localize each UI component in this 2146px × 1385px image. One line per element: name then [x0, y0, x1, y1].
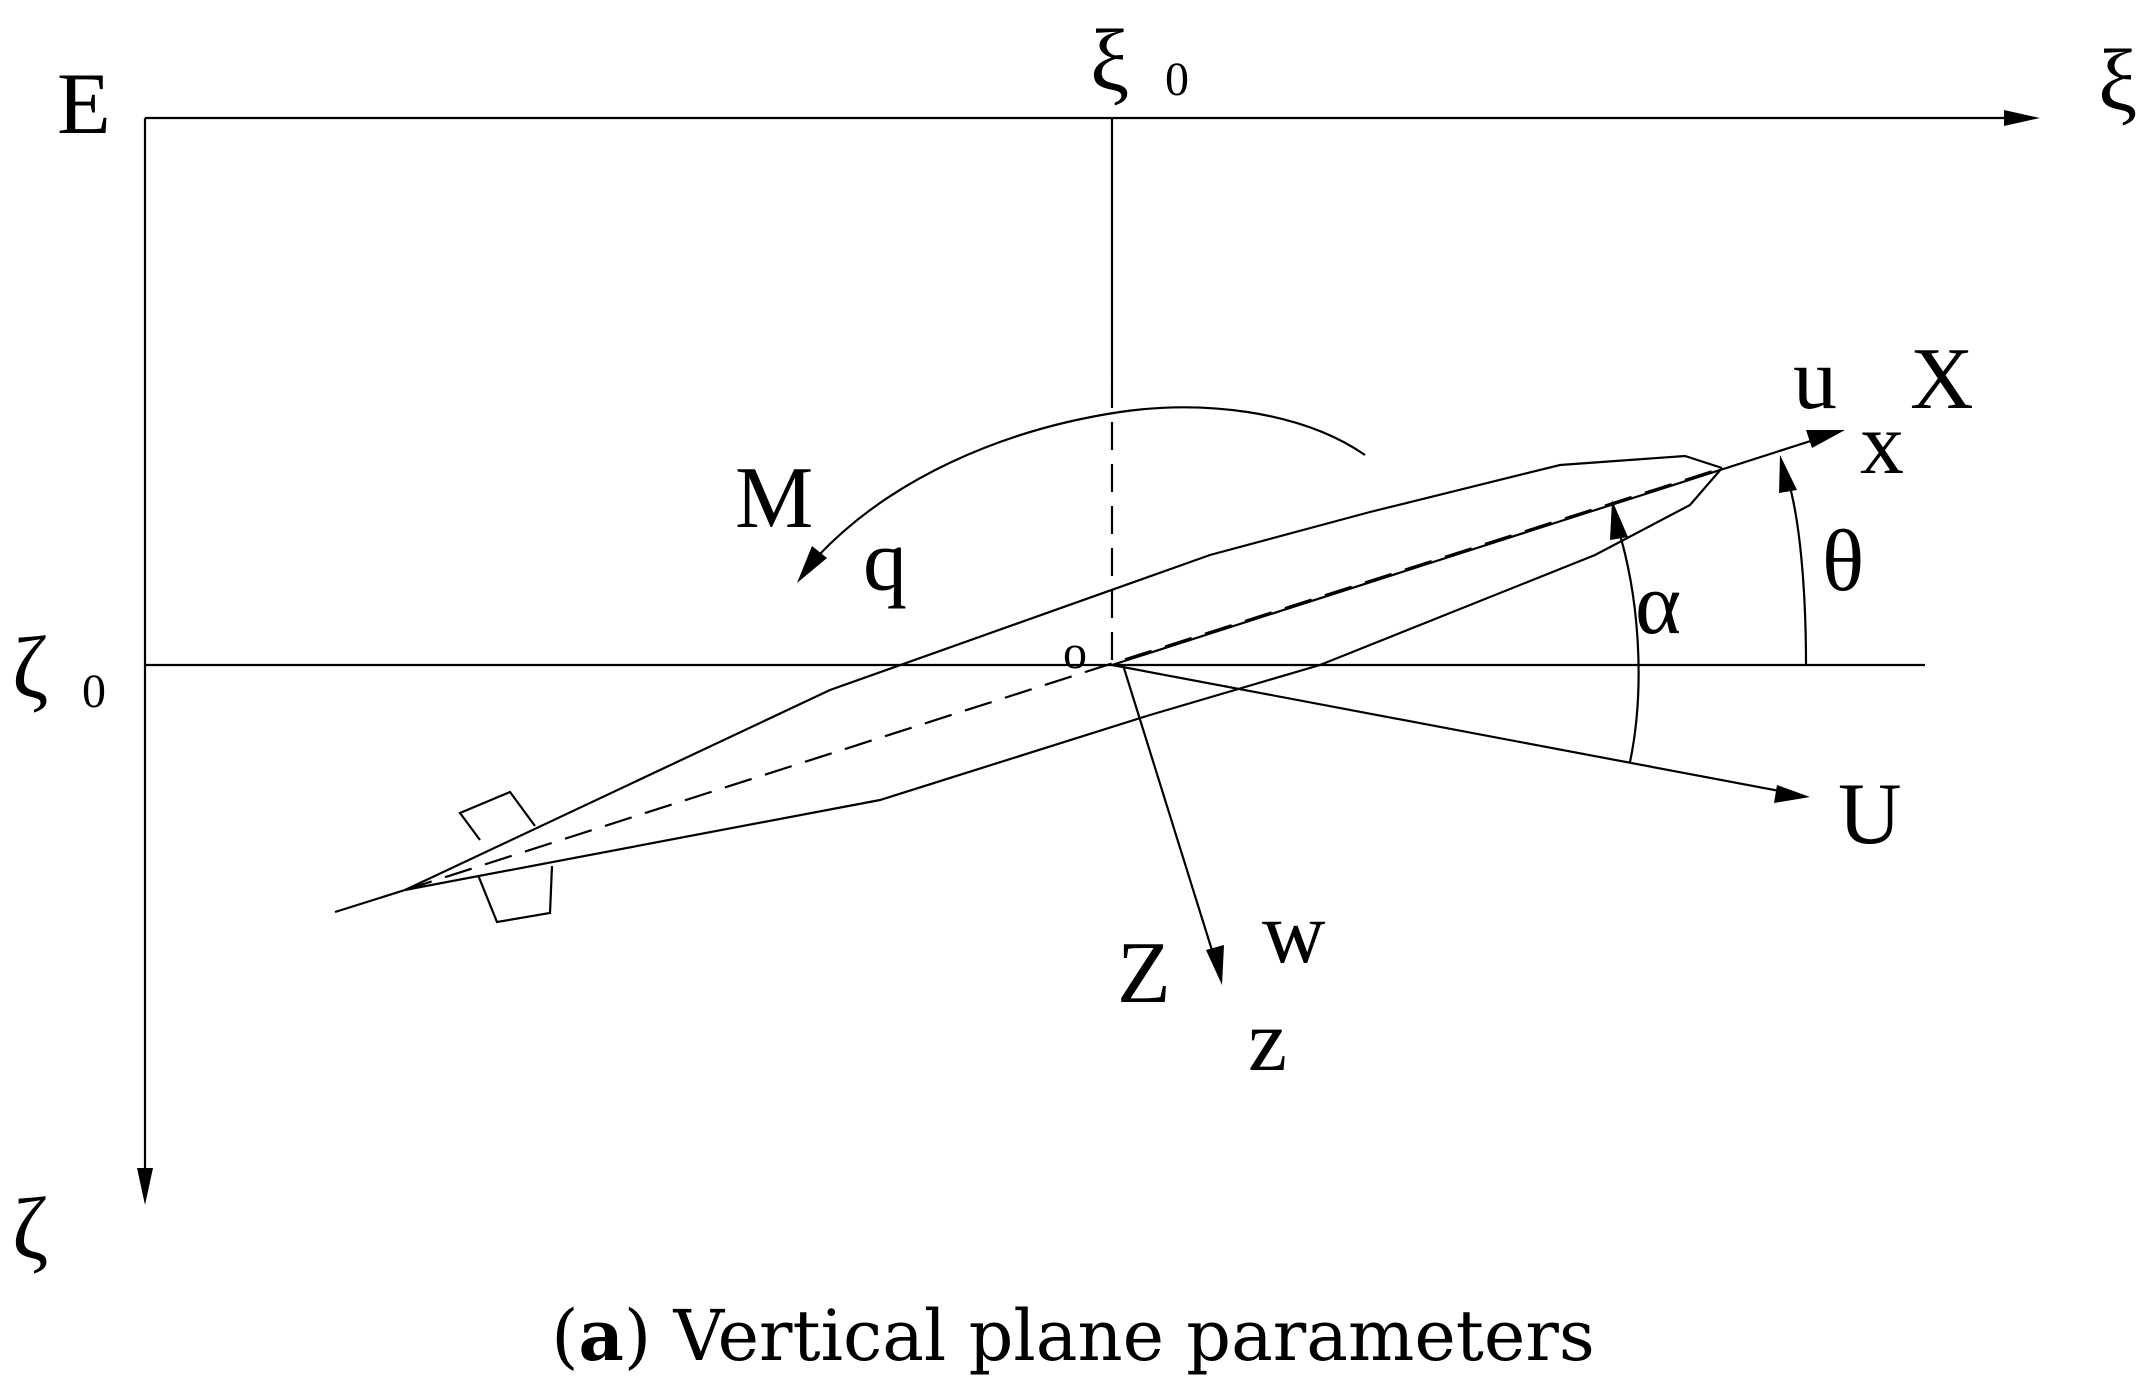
vehicle-hull: [404, 454, 1723, 892]
body-x-axis: [1111, 430, 1845, 667]
lower-tail-fin: [476, 865, 554, 924]
zeta-axis-arrowhead: [137, 1168, 153, 1205]
label-xi0: ξ: [1090, 13, 1129, 110]
label-zeta0: ζ: [12, 620, 48, 717]
label-axis-z: z: [1248, 993, 1287, 1090]
label-xi-axis: ξ: [2098, 33, 2137, 130]
velocity-U-arrowhead: [1774, 785, 1810, 803]
pitch-angle-arrowhead: [1779, 455, 1797, 493]
label-E: E: [57, 56, 111, 153]
label-attack-angle: α: [1635, 556, 1681, 653]
label-velocity-u: u: [1793, 331, 1837, 428]
body-x-axis-arrowhead: [1806, 430, 1845, 448]
upper-tail-fin: [458, 790, 536, 841]
caption-text: ) Vertical plane parameters: [624, 1295, 1595, 1377]
label-origin-o: o: [1063, 626, 1087, 679]
label-force-Z: Z: [1117, 925, 1171, 1022]
label-axis-x: x: [1860, 396, 1904, 493]
label-pitch-angle: θ: [1822, 513, 1864, 610]
label-zeta0-subscript: 0: [82, 665, 106, 718]
label-xi0-subscript: 0: [1165, 53, 1189, 106]
pitch-angle-arc: [1779, 455, 1808, 666]
figure-caption: (a) Vertical plane parameters: [551, 1294, 1595, 1377]
zeta-axis: [137, 118, 153, 1205]
label-moment-M: M: [735, 450, 813, 547]
attack-angle-arrowhead: [1610, 500, 1628, 540]
body-z-axis: [1121, 664, 1224, 985]
body-axis-dashed: [404, 466, 1723, 892]
label-pitch-rate-q: q: [863, 513, 907, 610]
velocity-vector-U: [1111, 663, 1810, 803]
caption-letter: a: [579, 1294, 624, 1377]
caption-open-paren: (: [551, 1295, 578, 1377]
label-axis-X: X: [1910, 331, 1974, 428]
xi-axis-arrowhead: [2004, 110, 2040, 126]
tail-line: [334, 888, 406, 914]
label-velocity-w: w: [1262, 885, 1326, 982]
label-velocity-U: U: [1838, 766, 1902, 863]
pitch-rate-arrowhead: [797, 546, 827, 583]
label-zeta-axis: ζ: [12, 1181, 48, 1278]
xi-axis: [145, 110, 2040, 126]
attack-angle-arc: [1610, 500, 1640, 763]
pitch-rate-arc: [797, 406, 1366, 583]
body-z-axis-arrowhead: [1206, 945, 1224, 985]
